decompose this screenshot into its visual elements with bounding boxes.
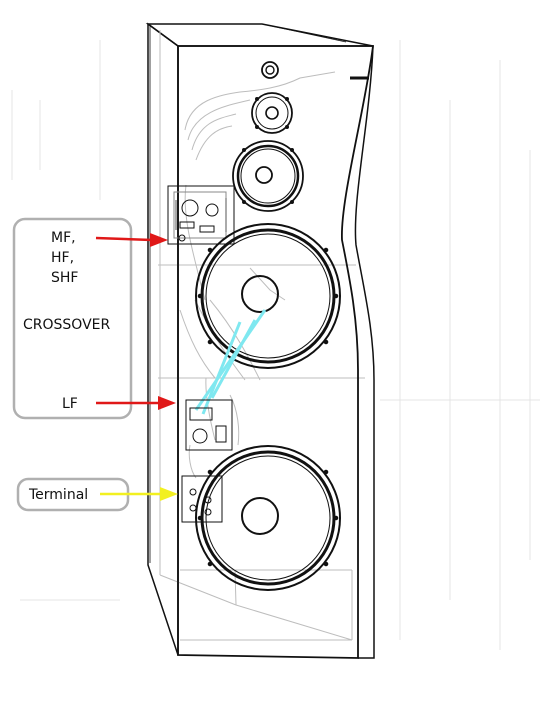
shf-tweeter — [261, 61, 279, 79]
arrow-terminal-yellow — [100, 487, 178, 501]
crossover-shf-label: SHF — [51, 270, 78, 286]
terminal-plate — [181, 475, 223, 523]
terminal-label: Terminal — [28, 487, 88, 503]
crossover-hf-label: HF, — [51, 250, 74, 266]
crossover-label-box — [12, 217, 133, 420]
lower-woofer — [195, 445, 341, 591]
background-artifacts — [11, 40, 540, 650]
arrow-lf-red — [96, 396, 176, 410]
mf-hf-shf-crossover-board — [167, 185, 235, 245]
cyan-cable — [194, 309, 267, 415]
hf-tweeter — [251, 92, 293, 134]
crossover-title-label: CROSSOVER — [23, 317, 110, 333]
upper-woofer — [195, 223, 341, 369]
crossover-mf-label: MF, — [51, 230, 76, 246]
mf-driver — [232, 140, 304, 212]
arrow-crossover-red — [95, 233, 168, 247]
cabinet-top — [145, 23, 374, 47]
cabinet-front-baffle — [177, 45, 375, 659]
lf-crossover-board — [185, 399, 233, 451]
cabinet-right-edge — [350, 45, 375, 659]
cabinet-side-panel — [147, 22, 179, 656]
lf-label: LF — [62, 396, 78, 412]
internal-structure — [158, 30, 365, 641]
